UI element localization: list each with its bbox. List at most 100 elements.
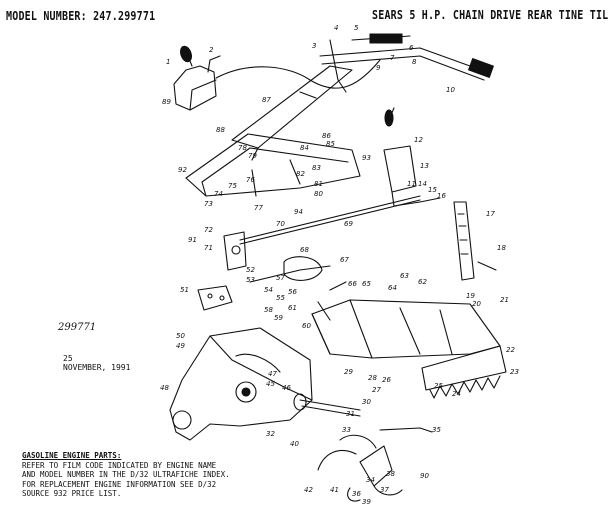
callout-78: 78 (238, 144, 247, 152)
engine-parts-line: FOR REPLACEMENT ENGINE INFORMATION SEE D… (22, 479, 217, 489)
handle-tube (231, 65, 353, 161)
callout-54: 54 (264, 286, 273, 294)
tine-hood (311, 299, 501, 359)
callout-17: 17 (486, 210, 495, 218)
callout-57: 57 (276, 274, 285, 282)
callout-71: 71 (204, 244, 213, 252)
engine-parts-note: GASOLINE ENGINE PARTS: REFER TO FILM COD… (22, 451, 230, 499)
callout-41: 41 (330, 486, 339, 494)
callout-50: 50 (176, 332, 185, 340)
callout-3: 3 (312, 42, 316, 50)
callout-75: 75 (228, 182, 237, 190)
callout-22: 22 (506, 346, 515, 354)
callout-21: 21 (500, 296, 509, 304)
callout-74: 74 (214, 190, 223, 198)
mounting-plate (197, 285, 233, 311)
date-block: 25 NOVEMBER, 1991 (63, 354, 130, 372)
callout-39: 39 (362, 498, 371, 506)
callout-59: 59 (274, 314, 283, 322)
callout-56: 56 (288, 288, 297, 296)
engine-parts-line: AND MODEL NUMBER IN THE D/32 ULTRAFICHE … (22, 470, 230, 479)
callout-45: 45 (266, 380, 275, 388)
callout-2: 2 (209, 46, 214, 54)
tine-shaft (293, 393, 361, 417)
callout-28: 28 (368, 374, 377, 382)
diagram-title: SEARS 5 H.P. CHAIN DRIVE REAR TINE TILLE… (372, 9, 608, 23)
callout-4: 4 (334, 24, 338, 32)
callout-73: 73 (204, 200, 213, 208)
callout-19: 19 (466, 292, 475, 300)
shift-lever-assembly (173, 45, 221, 111)
callout-11: 11 (407, 180, 416, 188)
callout-62: 62 (418, 278, 427, 286)
callout-66: 66 (348, 280, 357, 288)
callout-49: 49 (176, 342, 185, 350)
callout-1: 1 (166, 58, 170, 66)
callout-64: 64 (388, 284, 397, 292)
callout-52: 52 (246, 266, 255, 274)
callout-83: 83 (312, 164, 321, 172)
gear-shift-lever (383, 107, 441, 207)
callout-36: 36 (352, 490, 361, 498)
callout-88: 88 (216, 126, 225, 134)
callout-87: 87 (262, 96, 271, 104)
callout-30: 30 (362, 398, 371, 406)
callout-94: 94 (294, 208, 303, 216)
callout-90: 90 (420, 472, 429, 480)
callout-70: 70 (276, 220, 285, 228)
callout-47: 47 (268, 370, 277, 378)
callout-61: 61 (288, 304, 297, 312)
shift-rod (239, 195, 421, 241)
callout-42: 42 (304, 486, 313, 494)
callout-63: 63 (400, 272, 409, 280)
callout-27: 27 (372, 386, 381, 394)
callout-65: 65 (362, 280, 371, 288)
callout-67: 67 (340, 256, 349, 264)
callout-5: 5 (354, 24, 359, 32)
callout-38: 38 (386, 470, 395, 478)
callout-53: 53 (246, 276, 255, 284)
callout-40: 40 (290, 440, 299, 448)
callout-89: 89 (162, 98, 171, 106)
callout-69: 69 (344, 220, 353, 228)
callout-84: 84 (300, 144, 309, 152)
callout-92: 92 (178, 166, 187, 174)
callout-9: 9 (376, 64, 381, 72)
callout-20: 20 (472, 300, 481, 308)
callout-13: 13 (420, 162, 429, 170)
callout-72: 72 (204, 226, 213, 234)
callout-86: 86 (322, 132, 331, 140)
callout-16: 16 (437, 192, 446, 200)
callout-25: 25 (434, 382, 443, 390)
callout-12: 12 (414, 136, 423, 144)
callout-76: 76 (246, 176, 255, 184)
callout-81: 81 (314, 180, 323, 188)
callout-8: 8 (412, 58, 417, 66)
callout-58: 58 (264, 306, 273, 314)
callout-24: 24 (452, 390, 461, 398)
callout-18: 18 (497, 244, 506, 252)
engine-parts-line: SOURCE 932 PRICE LIST. (22, 489, 122, 498)
callout-34: 34 (366, 476, 375, 484)
clutch-bracket (223, 231, 247, 271)
callout-33: 33 (342, 426, 351, 434)
throttle-cable (215, 59, 381, 89)
date-text: NOVEMBER, 1991 (63, 363, 131, 372)
callout-80: 80 (314, 190, 323, 198)
callout-32: 32 (266, 430, 275, 438)
callout-85: 85 (326, 140, 335, 148)
callout-77: 77 (254, 204, 263, 212)
callout-6: 6 (409, 44, 414, 52)
callout-35: 35 (432, 426, 441, 434)
callout-31: 31 (346, 410, 355, 418)
depth-bar (453, 201, 497, 281)
model-number: MODEL NUMBER: 247.299771 (6, 10, 156, 24)
upper-handle-bar (319, 33, 494, 93)
callout-23: 23 (510, 368, 519, 376)
callout-10: 10 (446, 86, 455, 94)
callout-82: 82 (296, 170, 305, 178)
callout-68: 68 (300, 246, 309, 254)
callout-51: 51 (180, 286, 189, 294)
